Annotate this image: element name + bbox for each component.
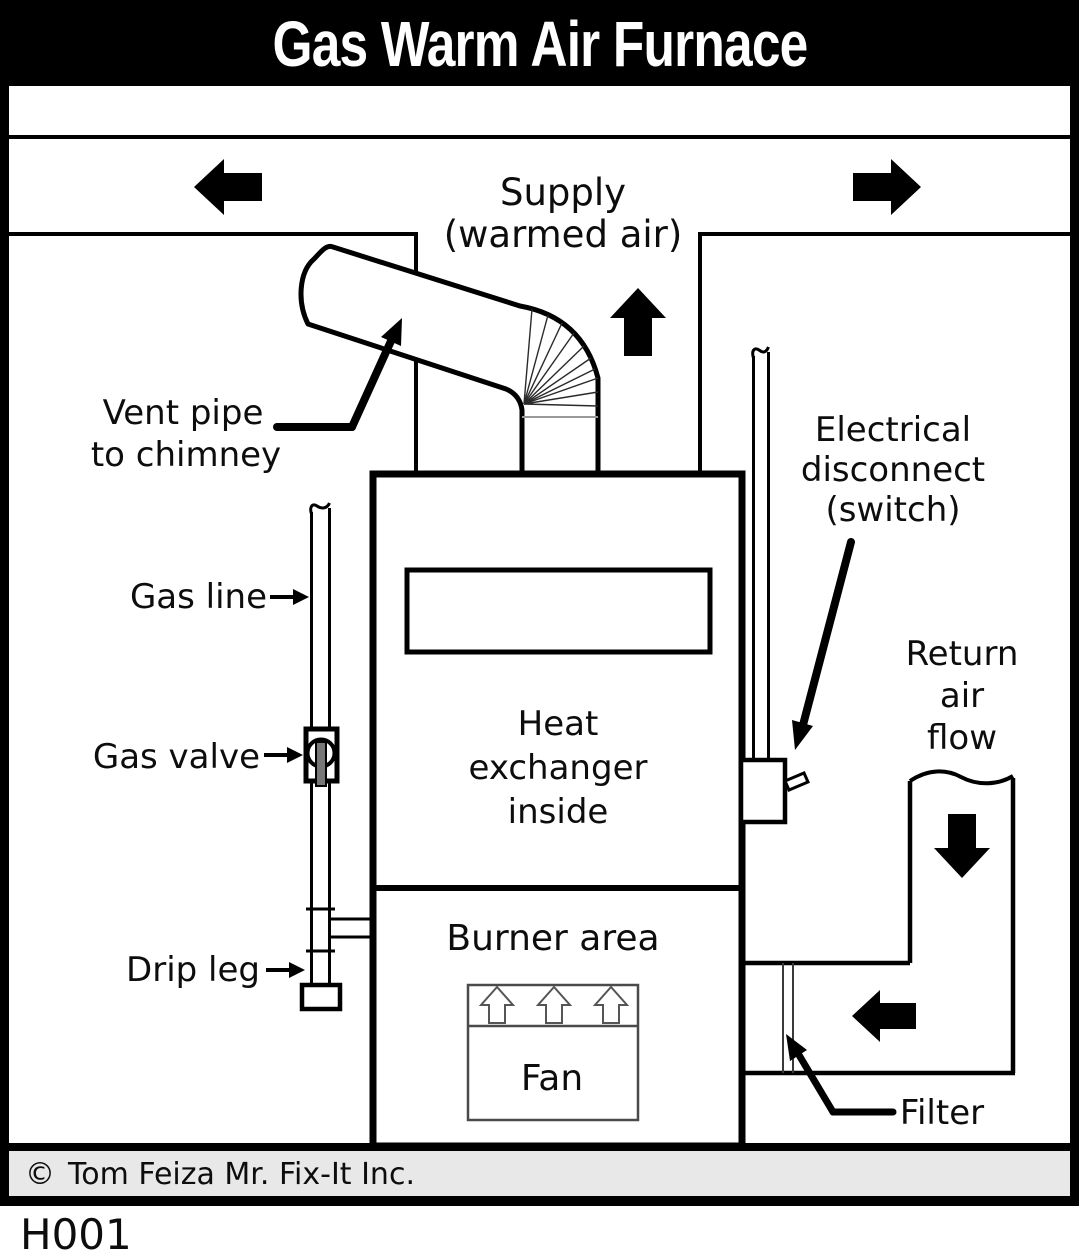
- drip-leg-leader-arrow: [266, 962, 305, 978]
- return-air-label-line1: Return: [906, 634, 1019, 674]
- plenum-up-arrow-icon: [610, 288, 666, 356]
- supply-left-arrow-icon: [194, 159, 262, 215]
- drip-leg-cap: [299, 982, 343, 1012]
- electrical-label-line1: Electrical: [815, 410, 971, 450]
- vent-pipe-leader-arrow: [273, 318, 402, 431]
- fan-airflow-up-icon: [478, 985, 516, 1024]
- frame-border-bottom: [0, 1196, 1079, 1206]
- diagram-id: H001: [20, 1210, 132, 1256]
- electrical-label-line3: (switch): [825, 490, 960, 530]
- furnace-panel: [404, 567, 713, 655]
- supply-plenum-right-wall: [698, 232, 702, 474]
- electrical-leader-arrow: [792, 538, 855, 750]
- supply-duct-top-line: [9, 135, 1070, 139]
- burner-area-label: Burner area: [446, 918, 659, 959]
- supply-label-line1: Supply: [500, 171, 626, 214]
- return-air-label-line3: flow: [927, 718, 997, 758]
- title-band: [0, 0, 1079, 86]
- heat-exchanger-label-line2: exchanger: [469, 748, 648, 788]
- supply-label-line2: (warmed air): [444, 213, 683, 256]
- copyright-icon: ©: [25, 1157, 55, 1192]
- vent-elbow-fan-lines: [523, 308, 599, 407]
- page-title: Gas Warm Air Furnace: [273, 8, 808, 80]
- frame-border-left: [0, 86, 9, 1206]
- copyright-text: Tom Feiza Mr. Fix-It Inc.: [67, 1157, 415, 1192]
- gas-valve-label: Gas valve: [93, 737, 260, 777]
- supply-duct-bottom-left-line: [9, 232, 416, 236]
- return-left-arrow-icon: [852, 990, 916, 1042]
- electrical-label-line2: disconnect: [801, 450, 985, 490]
- return-duct: [744, 769, 1016, 1076]
- vent-pipe-label-line1: Vent pipe: [103, 393, 264, 433]
- return-air-label-line2: air: [940, 676, 984, 716]
- supply-right-arrow-icon: [853, 159, 921, 215]
- return-down-arrow-icon: [934, 814, 990, 878]
- frame-border-right: [1070, 86, 1079, 1206]
- gas-line-label: Gas line: [130, 577, 267, 617]
- fan-label: Fan: [521, 1058, 583, 1099]
- disconnect-switch-toggle: [783, 771, 810, 792]
- conduit-cut-end: [751, 346, 770, 359]
- heat-exchanger-label-line1: Heat: [518, 704, 599, 744]
- disconnect-switch-box: [738, 757, 788, 825]
- return-duct-cut-end: [908, 769, 1015, 786]
- gas-valve-handle: [315, 741, 327, 787]
- credit-band: [9, 1151, 1070, 1196]
- filter-leader-arrow: [786, 1034, 897, 1116]
- vent-pipe-label-line2: to chimney: [91, 435, 281, 475]
- fan-airflow-up-icon: [592, 985, 630, 1024]
- fan-airflow-up-icon: [535, 985, 573, 1024]
- heat-exchanger-label-line3: inside: [508, 792, 609, 832]
- drip-leg-label: Drip leg: [126, 950, 260, 990]
- filter-label: Filter: [900, 1093, 984, 1133]
- supply-duct-bottom-right-line: [700, 232, 1070, 236]
- electrical-conduit: [751, 346, 770, 760]
- gas-line-leader-arrow: [270, 589, 309, 605]
- gas-pipe-cut-end: [309, 502, 331, 515]
- gas-valve-leader-arrow: [264, 747, 303, 763]
